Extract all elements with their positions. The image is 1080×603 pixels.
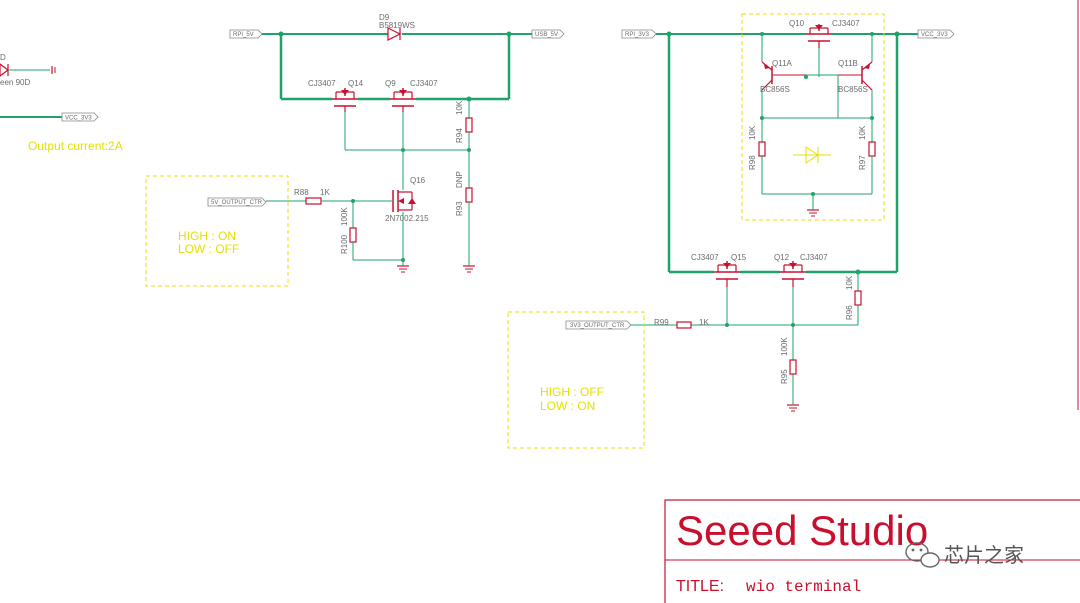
svg-text:R88: R88 [294,188,309,197]
svg-text:Q12: Q12 [774,253,790,262]
mosfet-q16: Q16 2N7002.215 [385,176,429,223]
ground-r95 [787,404,799,412]
mosfet-q12: Q12 CJ3407 [774,253,828,287]
svg-text:100K: 100K [780,337,789,356]
svg-text:VCC_3V3: VCC_3V3 [921,32,948,38]
svg-text:R97: R97 [858,155,867,170]
svg-text:Q11A: Q11A [772,59,793,68]
annotation-box-3v3 [507,311,645,449]
company-name: Seeed Studio [676,507,928,554]
led-partial: D een 90D [0,53,56,87]
diode-d9: D9 B5819WS [379,13,415,41]
svg-text:DNP: DNP [455,171,464,188]
svg-text:Q10: Q10 [789,19,805,28]
svg-text:R98: R98 [748,155,757,170]
net-vcc-3v3-left: VCC_3V3 [61,112,99,122]
svg-text:10K: 10K [845,275,854,290]
resistor-r95: R95 100K [780,337,797,384]
svg-text:VCC_3V3: VCC_3V3 [65,116,92,122]
ground-r93 [463,265,475,273]
net-vcc-3v3-right: VCC_3V3 [917,29,955,39]
wechat-icon [905,542,940,568]
svg-text:5V_OUTPUT_CTR: 5V_OUTPUT_CTR [211,200,263,206]
led-ref-label: D [0,53,6,62]
svg-text:Q14: Q14 [348,79,364,88]
resistor-r96: R96 10K [845,275,862,320]
svg-text:R96: R96 [845,305,854,320]
resistor-r100: R100 100K [340,207,357,254]
led-symbol [0,63,9,77]
note-3v3-high: HIGH : OFF [540,385,604,399]
led-part-label: een 90D [0,78,30,87]
mosfet-q14: CJ3407 Q14 [308,79,364,112]
output-current-note: Output current:2A [28,139,123,153]
svg-text:CJ3407: CJ3407 [691,253,719,262]
watermark-text: 芯片之家 [944,544,1024,567]
net-5v-output-ctr: 5V_OUTPUT_CTR [207,197,267,207]
net-3v3-output-ctr: 3V3_OUTPUT_CTR [565,320,632,330]
ground-mirror [807,209,819,217]
svg-text:CJ3407: CJ3407 [832,19,860,28]
watermark: 芯片之家 [905,542,1024,568]
ground-q16 [397,265,409,273]
svg-text:CJ3407: CJ3407 [800,253,828,262]
title-block: Seeed Studio TITLE: wio terminal [664,499,1080,603]
svg-text:10K: 10K [858,125,867,140]
svg-text:Q15: Q15 [731,253,747,262]
net-rpi-5v: RPI_5V [229,29,263,39]
transistor-q11a: Q11A BC856S [760,59,806,94]
svg-text:B5819WS: B5819WS [379,21,415,30]
diode-annotation-symbol [793,146,831,164]
resistor-r88: R88 1K [294,188,330,205]
svg-text:R93: R93 [455,201,464,216]
svg-text:BC856S: BC856S [838,85,868,94]
svg-text:CJ3407: CJ3407 [308,79,336,88]
svg-text:CJ3407: CJ3407 [410,79,438,88]
svg-text:10K: 10K [748,125,757,140]
svg-text:BC856S: BC856S [760,85,790,94]
svg-text:USB_5V: USB_5V [535,32,558,38]
title-value: wio terminal [746,578,861,596]
svg-text:1K: 1K [699,318,709,327]
annotation-box-5v [145,175,289,287]
svg-text:RPI_5V: RPI_5V [233,32,254,38]
annotation-box-mirror [741,13,885,221]
transistor-q11b: Q11B BC856S [838,59,873,94]
note-5v-high: HIGH : ON [178,229,236,243]
note-5v-low: LOW : OFF [178,242,239,256]
svg-text:3V3_OUTPUT_CTR: 3V3_OUTPUT_CTR [570,323,625,329]
net-rpi-3v3: RPI_3V3 [621,29,657,39]
svg-text:R100: R100 [340,234,349,254]
note-3v3-low: LOW : ON [540,399,595,413]
mosfet-q10: Q10 CJ3407 [789,19,860,48]
svg-text:100K: 100K [340,207,349,226]
svg-text:Q16: Q16 [410,176,426,185]
svg-text:R99: R99 [654,318,669,327]
svg-text:Q9: Q9 [385,79,396,88]
svg-text:Q11B: Q11B [838,59,858,68]
svg-text:D9: D9 [379,13,390,22]
resistor-r99: R99 1K [654,318,709,329]
mosfet-q15: CJ3407 Q15 [691,253,747,287]
svg-text:R94: R94 [455,128,464,143]
svg-text:10K: 10K [455,100,464,115]
svg-text:R95: R95 [780,369,789,384]
svg-text:2N7002.215: 2N7002.215 [385,214,429,223]
svg-text:1K: 1K [320,188,330,197]
mosfet-q9: Q9 CJ3407 [385,79,438,112]
net-usb-5v: USB_5V [531,29,565,39]
title-label: TITLE: [676,578,724,595]
svg-text:RPI_3V3: RPI_3V3 [625,32,650,38]
